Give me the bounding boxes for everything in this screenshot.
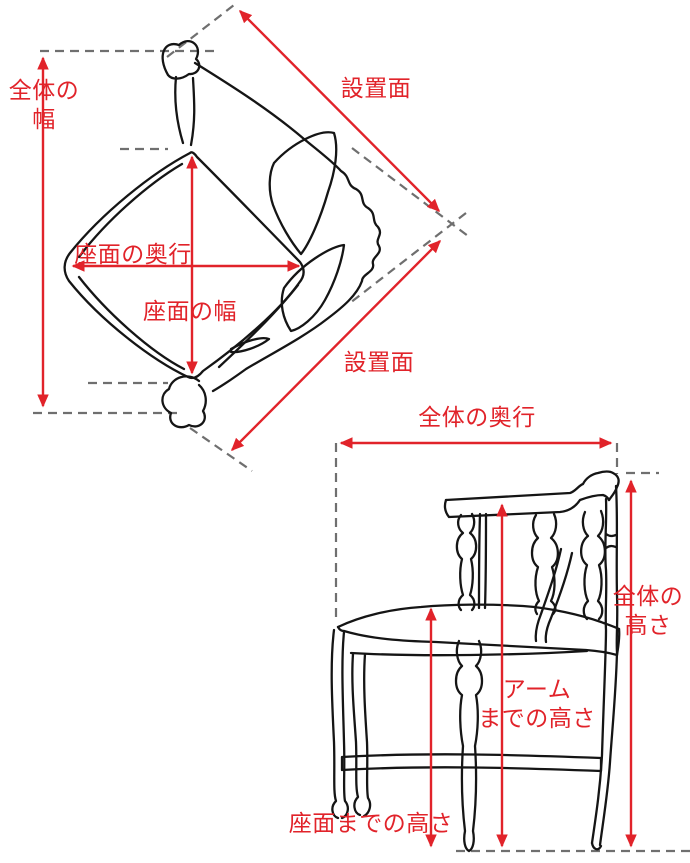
seat-width-label: 座面の幅 — [143, 298, 237, 324]
front-view-top-rail-underside — [443, 493, 611, 519]
overall-depth-label: 全体の奥行 — [418, 404, 536, 430]
front-view-left-front-leg — [351, 652, 372, 818]
footprint-bottom-left-edge-guide — [189, 427, 253, 472]
seat-depth-label: 座面の奥行 — [74, 241, 192, 267]
top-view-chair-drawing — [63, 39, 382, 429]
overall-width-label-line2: 幅 — [32, 105, 56, 132]
top-view-seat-outline — [63, 151, 305, 380]
installation-surface-lower-arrow — [230, 239, 442, 452]
front-view-seat-top-edge — [336, 603, 621, 631]
top-view-back-post-top — [161, 39, 201, 80]
footprint-bottom-right-edge-guide — [349, 212, 467, 304]
front-view-stretcher — [340, 753, 603, 773]
front-view-thin-spindle — [477, 512, 488, 610]
top-view-backrest-upper-opening — [268, 131, 338, 256]
front-view-left-spindle — [455, 512, 478, 612]
overall-height-label-line1: 全体の — [612, 583, 684, 609]
installation-surface-upper-arrow — [238, 9, 441, 213]
top-view-back-post-bottom — [161, 375, 207, 429]
footprint-top-left-edge-guide — [166, 4, 235, 58]
footprint-top-right-edge-guide — [351, 147, 469, 237]
overall-height-label: 全体の 高さ — [613, 582, 684, 640]
front-view-chair-drawing — [330, 470, 621, 853]
front-view-left-back-leg — [330, 628, 349, 820]
arm-height-label: アーム までの高さ — [478, 675, 596, 733]
front-view-seat-right-end — [615, 627, 621, 657]
arm-height-label-line1: アーム — [502, 676, 572, 702]
top-view-seat-rim-lower — [77, 275, 186, 371]
dimension-arrows — [37, 9, 637, 848]
front-view-right-foot — [590, 841, 603, 851]
front-view-center-leg — [454, 639, 484, 853]
top-view-backrest-lower-opening — [280, 243, 346, 333]
front-view-back-slat — [534, 547, 574, 644]
top-view-post-neck-right — [189, 76, 196, 147]
top-view-seat-rim-upper — [77, 162, 184, 259]
overall-width-label: 全体の 幅 — [9, 76, 80, 134]
installation-surface-upper-label: 設置面 — [340, 75, 412, 101]
overall-width-label-line1: 全体の — [8, 77, 80, 103]
arm-height-label-line2: までの高さ — [478, 704, 596, 731]
front-view-seat-left-tip — [336, 625, 346, 633]
top-view-post-neck-left — [174, 75, 185, 145]
top-view-backrest-outer-edge — [193, 61, 382, 393]
overall-height-label-line2: 高さ — [624, 611, 672, 638]
front-view-apron-line — [349, 649, 589, 657]
front-view-right-post-rings — [604, 532, 618, 550]
front-view-right-baluster — [579, 509, 607, 621]
front-view-middle-spindle — [530, 512, 560, 616]
seat-height-label: 座面までの高さ — [288, 810, 454, 836]
installation-surface-lower-label: 設置面 — [343, 349, 415, 375]
